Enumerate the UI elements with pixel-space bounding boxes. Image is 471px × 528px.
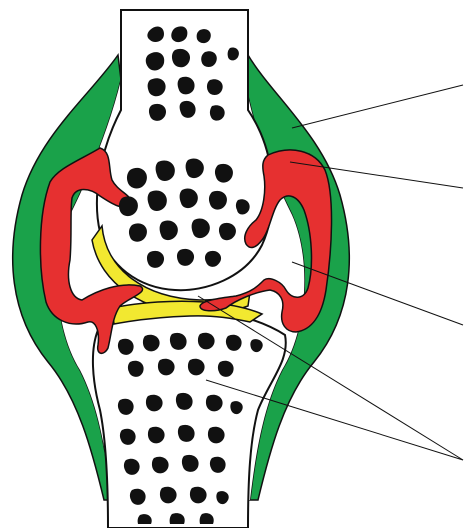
leader-line-capsule [292,85,463,128]
